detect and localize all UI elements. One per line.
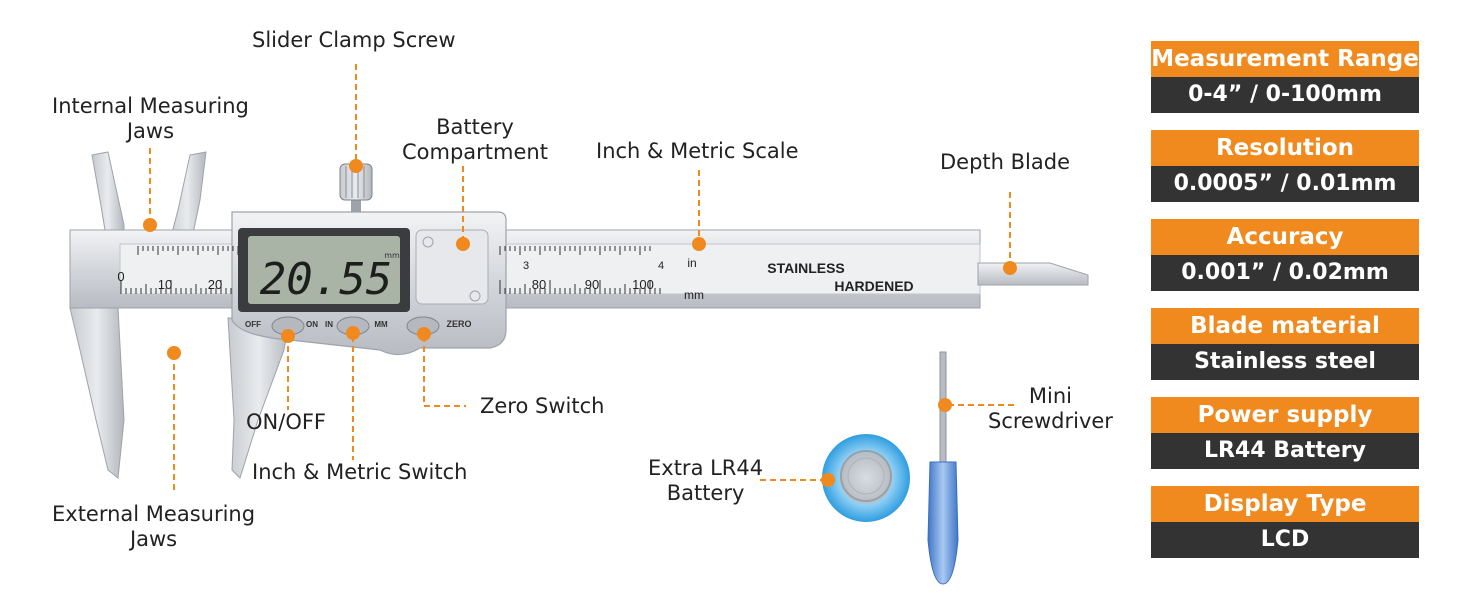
- scale-num-100: 100: [632, 277, 654, 292]
- depth-blade: [977, 262, 1089, 286]
- stainless-text: STAINLESS: [767, 260, 845, 276]
- external-jaw-sliding: [227, 317, 291, 479]
- external-jaw-fixed: [69, 307, 125, 479]
- scale-num-10: 10: [158, 277, 172, 292]
- scale-ticks: [120, 246, 661, 294]
- clamp-screw-shaft: [351, 196, 361, 214]
- spec-label: Resolution: [1151, 130, 1419, 166]
- button-label-off: OFF: [245, 320, 261, 329]
- label-zero-switch: Zero Switch: [480, 394, 605, 418]
- label-extra-battery-line1: Extra LR44: [648, 456, 764, 480]
- spec-resolution: Resolution 0.0005” / 0.01mm: [1151, 130, 1419, 202]
- spec-display-type: Display Type LCD: [1151, 486, 1419, 558]
- spec-value: 0-4” / 0-100mm: [1151, 77, 1419, 113]
- label-screwdriver-line2: Screwdriver: [988, 409, 1113, 433]
- label-screwdriver: Mini Screwdriver: [988, 384, 1113, 434]
- label-screwdriver-line1: Mini: [1028, 384, 1073, 408]
- spec-power-supply: Power supply LR44 Battery: [1151, 397, 1419, 469]
- label-external-jaws: External Measuring Jaws: [52, 502, 255, 552]
- spec-label: Power supply: [1151, 397, 1419, 433]
- spec-value: 0.0005” / 0.01mm: [1151, 166, 1419, 202]
- spec-value: 0.001” / 0.02mm: [1151, 255, 1419, 291]
- spec-value: LCD: [1151, 522, 1419, 558]
- scale-num-0: 0: [117, 269, 124, 284]
- spec-measurement-range: Measurement Range 0-4” / 0-100mm: [1151, 41, 1419, 113]
- button-label-in: IN: [325, 320, 333, 329]
- unit-mm: mm: [684, 288, 704, 302]
- label-internal-jaws-line1: Internal Measuring: [52, 94, 249, 118]
- label-extra-battery-line2: Battery: [666, 481, 745, 505]
- spec-label: Blade material: [1151, 308, 1419, 344]
- scale-num-90: 90: [585, 277, 599, 292]
- label-on-off: ON/OFF: [246, 410, 327, 434]
- label-internal-jaws: Internal Measuring Jaws: [52, 94, 249, 144]
- leader-lines: [149, 64, 1018, 494]
- label-slider-clamp-screw: Slider Clamp Screw: [252, 28, 456, 52]
- screwdriver-handle: [927, 461, 959, 585]
- label-internal-jaws-line2: Jaws: [126, 119, 175, 143]
- lcd-screen: [248, 236, 400, 304]
- label-depth-blade: Depth Blade: [940, 150, 1070, 174]
- button-label-mm: MM: [374, 320, 388, 329]
- battery-lid: [415, 229, 489, 305]
- extra-battery: [822, 434, 910, 522]
- lcd-reading: 20.55: [260, 254, 392, 305]
- label-battery-line1: Battery: [436, 115, 514, 139]
- callout-dots: [143, 159, 1017, 487]
- label-extra-battery: Extra LR44 Battery: [648, 456, 763, 506]
- unit-in: in: [687, 256, 696, 270]
- label-external-jaws-line1: External Measuring: [52, 502, 256, 526]
- spec-label: Accuracy: [1151, 219, 1419, 255]
- inch-num-3: 3: [523, 260, 529, 272]
- spec-blade-material: Blade material Stainless steel: [1151, 308, 1419, 380]
- hardened-text: HARDENED: [834, 278, 913, 294]
- scale-num-80: 80: [532, 277, 546, 292]
- spec-value: LR44 Battery: [1151, 433, 1419, 469]
- button-label-zero: ZERO: [446, 319, 471, 329]
- label-inch-metric-switch: Inch & Metric Switch: [252, 460, 468, 484]
- label-battery-line2: Compartment: [402, 140, 548, 164]
- button-label-on: ON: [306, 320, 318, 329]
- spec-value: Stainless steel: [1151, 344, 1419, 380]
- inch-num-4: 4: [658, 260, 664, 272]
- label-inch-metric-scale: Inch & Metric Scale: [596, 139, 799, 163]
- spec-accuracy: Accuracy 0.001” / 0.02mm: [1151, 219, 1419, 291]
- label-external-jaws-line2: Jaws: [129, 527, 178, 551]
- spec-label: Measurement Range: [1151, 41, 1419, 77]
- lcd-unit: mm: [384, 251, 400, 260]
- label-battery-compartment: Battery Compartment: [402, 115, 548, 165]
- spec-label: Display Type: [1151, 486, 1419, 522]
- scale-num-20: 20: [208, 277, 222, 292]
